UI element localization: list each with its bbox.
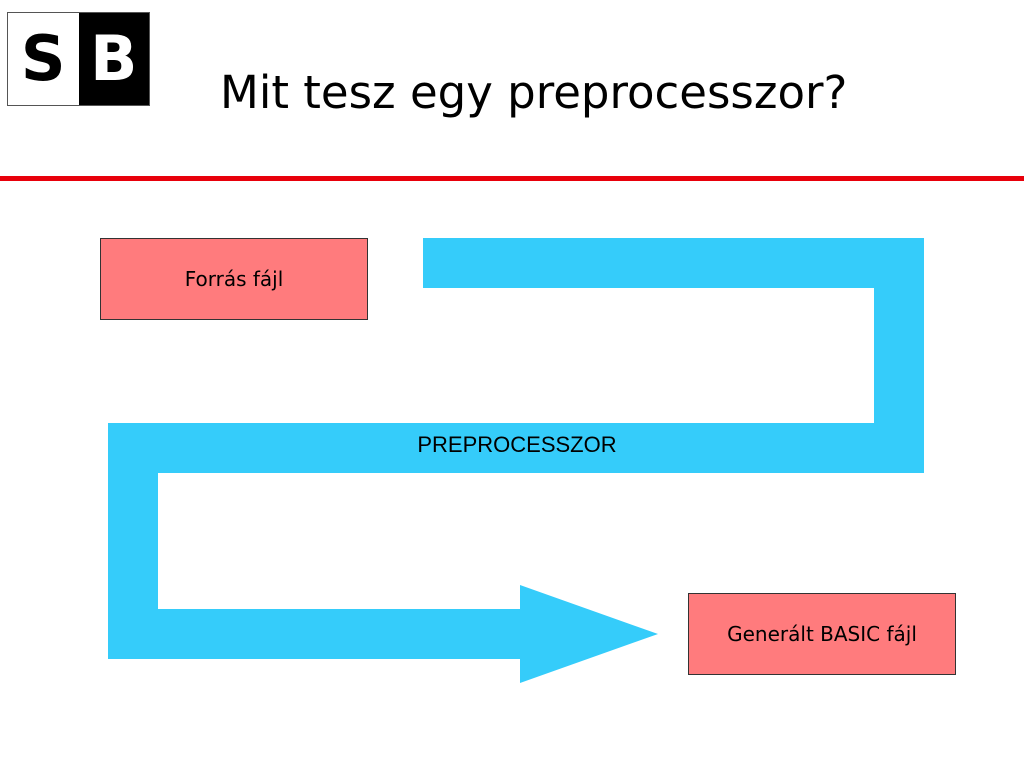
flow-arrow-bottom-segment: [108, 609, 522, 659]
preprocessor-label: PREPROCESSZOR: [417, 432, 617, 457]
flow-arrow-middle-segment: [108, 423, 924, 473]
logo-letter-b: B: [78, 13, 149, 105]
source-file-box: Forrás fájl: [100, 238, 368, 320]
slide-title: Mit tesz egy preprocesszor?: [220, 66, 848, 119]
flow-arrow: [108, 238, 924, 683]
logo-letter-s: S: [8, 13, 79, 105]
title-divider: [0, 176, 1024, 181]
logo: S B: [7, 12, 150, 106]
generated-file-box: Generált BASIC fájl: [688, 593, 956, 675]
flow-arrow-head: [520, 585, 658, 683]
flow-arrow-top-segment: [423, 238, 924, 288]
